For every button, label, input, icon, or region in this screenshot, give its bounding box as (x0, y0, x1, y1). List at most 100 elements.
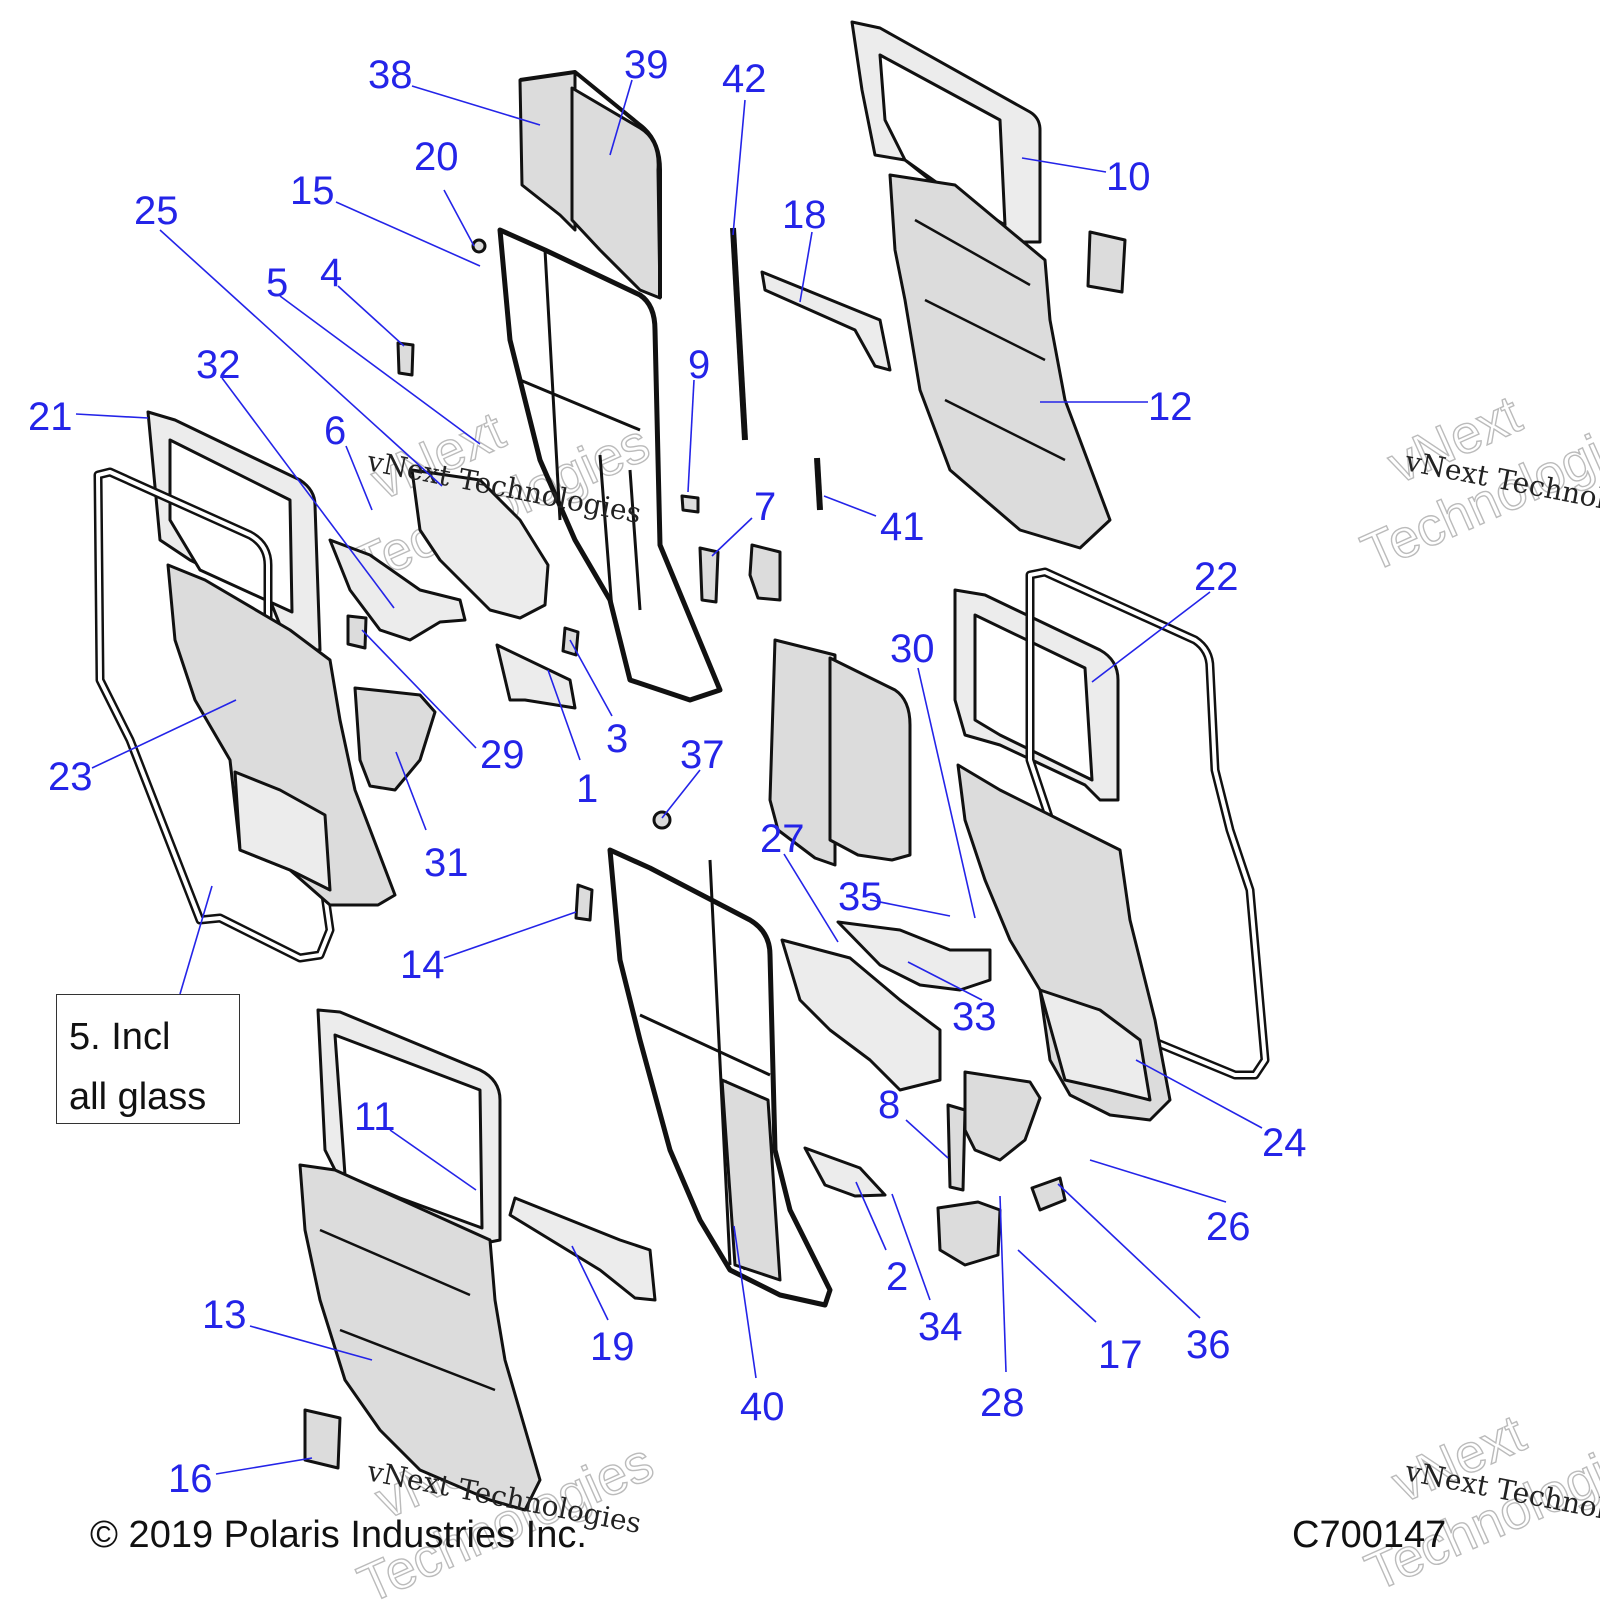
leader-17 (1017, 1249, 1097, 1323)
leader-36 (1057, 1183, 1201, 1319)
callout-34: 34 (918, 1305, 963, 1349)
note-box: 5. Incl all glass (56, 994, 240, 1124)
callout-24: 24 (1262, 1121, 1307, 1165)
storage-pocket-31 (353, 686, 437, 792)
leader-33 (907, 961, 983, 1001)
leader-28 (999, 1195, 1007, 1373)
callout-1: 1 (576, 767, 598, 811)
latch-8 (946, 1103, 967, 1192)
bracket-25 (410, 468, 550, 620)
lock-plate (748, 543, 782, 602)
leader-8 (905, 1119, 949, 1159)
glass-panel-lower (768, 638, 912, 867)
callout-6: 6 (324, 409, 346, 453)
callout-39: 39 (624, 43, 669, 87)
callout-13: 13 (202, 1293, 247, 1337)
callout-19: 19 (590, 1325, 635, 1369)
inner-door-panel-left (166, 563, 397, 907)
callout-27: 27 (760, 817, 805, 861)
callout-17: 17 (1098, 1333, 1143, 1377)
leader-40 (733, 1225, 757, 1379)
leader-41 (823, 495, 877, 517)
spring-36 (1030, 1176, 1067, 1212)
callout-42: 42 (722, 57, 767, 101)
callout-15: 15 (290, 169, 335, 213)
callout-5: 5 (266, 261, 288, 305)
bushing-20 (471, 238, 487, 254)
latch-assembly-28 (936, 1200, 1002, 1267)
callout-16: 16 (168, 1457, 213, 1501)
seal-strip-42 (730, 227, 748, 441)
callout-7: 7 (754, 485, 776, 529)
callout-30: 30 (890, 627, 935, 671)
bracket-29 (346, 614, 368, 650)
callout-18: 18 (782, 193, 827, 237)
upper-door-trim-frame (850, 20, 1042, 244)
leader-22 (1091, 591, 1211, 683)
callout-41: 41 (880, 505, 925, 549)
leader-13 (249, 1325, 373, 1361)
leader-18 (799, 231, 813, 303)
seal-strip-41 (814, 457, 823, 511)
copyright-text: © 2019 Polaris Industries Inc. (90, 1514, 587, 1556)
leader-34 (891, 1193, 931, 1301)
door-frame-lower (607, 847, 833, 1308)
bracket-18 (760, 270, 892, 372)
callout-40: 40 (740, 1385, 785, 1429)
handle-pad-14 (574, 883, 594, 922)
bracket-33 (836, 920, 992, 992)
bushing-37 (652, 810, 672, 830)
callout-3: 3 (606, 717, 628, 761)
leader-10 (1021, 157, 1107, 173)
leader-26 (1089, 1159, 1227, 1203)
callout-21: 21 (28, 395, 73, 439)
callout-9: 9 (688, 343, 710, 387)
leader-16 (215, 1457, 313, 1475)
clip-9 (680, 494, 700, 514)
leader-29 (361, 629, 477, 749)
callout-29: 29 (480, 733, 525, 777)
latch-plate-1 (495, 643, 577, 710)
leader-4 (337, 285, 405, 347)
callout-26: 26 (1206, 1205, 1251, 1249)
callout-25: 25 (134, 189, 179, 233)
leader-30 (917, 667, 976, 919)
door-seal-left-23 (93, 467, 335, 963)
callout-20: 20 (414, 135, 459, 179)
callout-23: 23 (48, 755, 93, 799)
leader-42 (732, 99, 746, 236)
leader-7 (711, 517, 753, 557)
callout-36: 36 (1186, 1323, 1231, 1367)
latch-plate-2 (803, 1146, 887, 1198)
leader-39 (609, 79, 633, 156)
callout-8: 8 (878, 1083, 900, 1127)
handle-4 (396, 341, 415, 377)
leader-2 (855, 1181, 887, 1251)
leader-37 (661, 769, 701, 819)
inner-door-panel-lower-13 (298, 1163, 542, 1512)
leader-3 (569, 639, 613, 717)
bracket-32 (328, 538, 467, 642)
callout-33: 33 (952, 995, 997, 1039)
storage-pocket-right (963, 1070, 1042, 1162)
callout-22: 22 (1194, 555, 1239, 599)
callout-12: 12 (1148, 385, 1193, 429)
callout-4: 4 (320, 251, 342, 295)
leader-20 (443, 189, 475, 247)
handle-16 (303, 1408, 342, 1470)
note-text: 5. Incl all glass (69, 1016, 207, 1118)
door-frame-upper (497, 227, 723, 703)
door-trim-lower-11 (316, 1008, 502, 1247)
leader-1 (547, 669, 581, 761)
leader-38 (411, 85, 541, 126)
leader-6 (345, 445, 373, 511)
leader-24 (1135, 1059, 1263, 1129)
inner-door-panel-right (956, 763, 1172, 1122)
handle-12 (1086, 230, 1127, 294)
leader-11 (389, 1129, 477, 1191)
latch-7 (698, 546, 720, 604)
leader-5 (279, 295, 481, 445)
leader-21 (75, 413, 149, 419)
leader-15 (335, 201, 481, 267)
